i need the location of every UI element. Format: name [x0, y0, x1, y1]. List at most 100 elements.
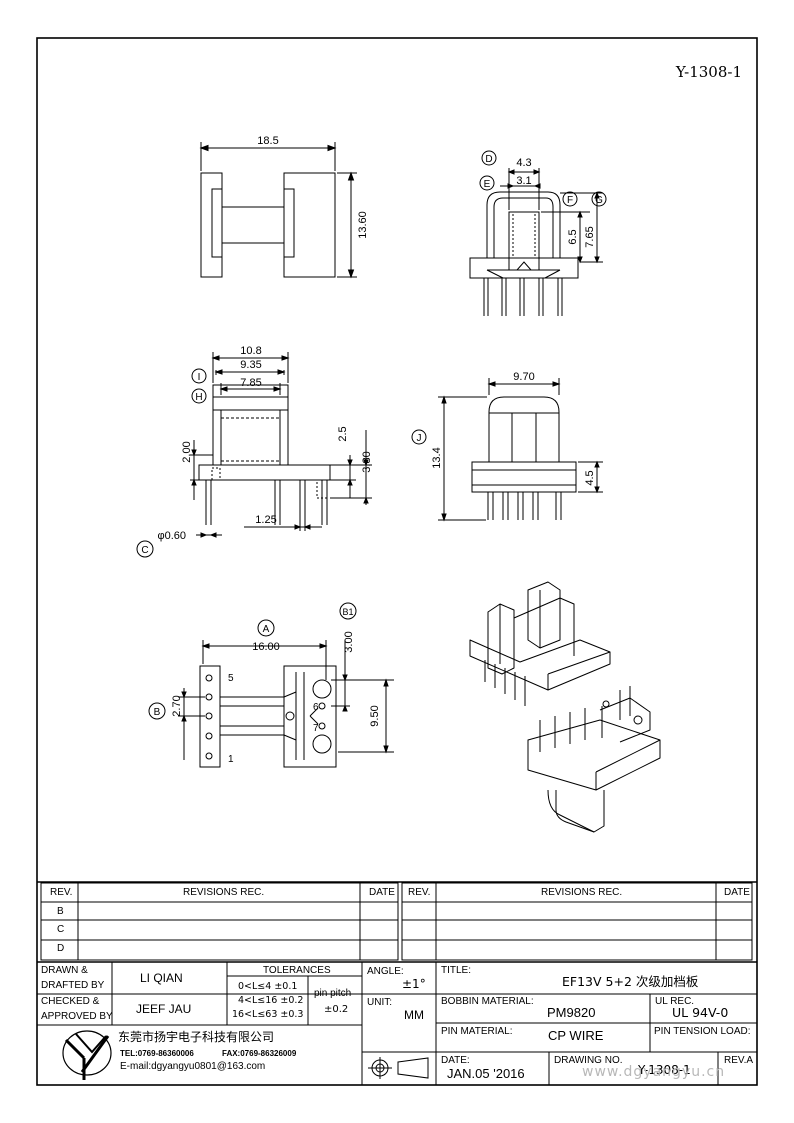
rev-header-left: REV. — [50, 887, 73, 898]
rev-row-d: D — [57, 943, 65, 954]
rev-row-b: B — [57, 906, 64, 917]
date-header-right: DATE — [724, 887, 750, 898]
callout-d — [481, 150, 497, 166]
dim-front-w3: 7.85 — [240, 377, 261, 389]
callout-b-label: B — [154, 707, 161, 718]
callout-b — [148, 702, 166, 720]
dim-top-height: 13.60 — [357, 211, 369, 239]
side-view — [469, 168, 603, 316]
unit-value: MM — [404, 1008, 424, 1022]
dim-bottom-h1: 3.00 — [343, 631, 355, 652]
callout-g — [591, 191, 607, 207]
pin-label-5: 5 — [228, 673, 234, 684]
bottom-view — [178, 640, 394, 768]
callout-g-label: G — [595, 195, 603, 206]
dim-pin-diameter: φ0.60 — [157, 530, 186, 542]
top-view — [199, 142, 357, 279]
pin-material-label: PIN MATERIAL: — [441, 1026, 513, 1037]
drawn-label-1: DRAWN & — [41, 965, 88, 976]
pin-label-6: 6 — [313, 702, 319, 713]
drawing-id: Y-1308-1 — [675, 63, 742, 81]
bobbin-value: PM9820 — [547, 1005, 596, 1020]
checked-name: JEEF JAU — [136, 1002, 192, 1016]
rev-header-right: REV. — [408, 887, 431, 898]
date-value: JAN.05 '2016 — [447, 1066, 525, 1081]
pin-material-value: CP WIRE — [548, 1028, 604, 1043]
drawing-no-label: DRAWING NO. — [554, 1055, 623, 1066]
pin-pitch-label: pin pitch — [314, 988, 352, 999]
dim-end-height: 13.4 — [431, 447, 443, 468]
callout-a — [257, 619, 275, 637]
bobbin-label: BOBBIN MATERIAL: — [441, 996, 534, 1007]
company-logo — [62, 1030, 112, 1080]
title-value: EF13V 5+2 次级加档板 — [562, 974, 699, 989]
pin-tension-label: PIN TENSION LOAD: — [654, 1026, 751, 1037]
dim-top-width: 18.5 — [257, 135, 278, 147]
company-email: E-mail:dgyangyu0801@163.com — [120, 1061, 266, 1072]
company-name: 东莞市扬宇电子科技有限公司 — [118, 1030, 275, 1044]
dim-front-w1: 10.8 — [240, 345, 261, 357]
dim-front-pitch: 1.25 — [255, 514, 276, 526]
dim-front-h1: 2.00 — [181, 441, 193, 462]
callout-i-label: I — [198, 372, 201, 383]
angle-value: ±1° — [402, 977, 426, 991]
callout-j — [411, 429, 427, 445]
dim-front-h3: 3.80 — [361, 451, 373, 472]
callout-h-label: H — [195, 392, 202, 403]
pin-label-7: 7 — [313, 723, 319, 734]
rec-header-left: REVISIONS REC. — [183, 887, 265, 898]
callout-f-label: F — [567, 195, 573, 206]
dim-bottom-width: 16.00 — [252, 641, 280, 653]
end-view — [438, 378, 603, 522]
callout-b1-label: B1 — [342, 607, 353, 617]
callout-e-label: E — [484, 179, 491, 190]
dim-end-width: 9.70 — [513, 371, 534, 383]
pin-label-1: 1 — [228, 754, 234, 765]
angle-label: ANGLE: — [367, 966, 404, 977]
drawing-no-value: Y-1308-1 — [638, 1063, 691, 1077]
rec-header-right: REVISIONS REC. — [541, 887, 623, 898]
tol-3: 16<L≤63 ±0.3 — [232, 1009, 304, 1020]
ul-value: UL 94V-0 — [672, 1005, 729, 1020]
title-block-frame — [37, 881, 757, 1085]
callout-j-label: J — [417, 433, 422, 444]
dim-bottom-pitch: 2.70 — [171, 695, 183, 716]
tolerances-title: TOLERANCES — [263, 965, 331, 976]
drawn-label-2: DRAFTED BY — [41, 980, 105, 991]
dim-front-h2: 2.5 — [337, 426, 349, 441]
date-header-left: DATE — [369, 887, 395, 898]
dim-end-h2: 4.5 — [584, 470, 596, 485]
callouts — [136, 150, 607, 720]
callout-h — [191, 388, 207, 404]
checked-label-2: APPROVED BY — [41, 1011, 113, 1022]
dim-bottom-h2: 9.50 — [369, 705, 381, 726]
company-tel: TEL:0769-86360006 — [120, 1049, 194, 1058]
isometric-view-top — [469, 581, 611, 706]
rev-a: REV.A — [724, 1055, 754, 1066]
callout-b1 — [339, 602, 357, 620]
pin-pitch-value: ±0.2 — [324, 1004, 349, 1015]
dim-side-g: 7.65 — [584, 226, 596, 247]
callout-d-label: D — [485, 154, 492, 165]
sheet-border — [36, 37, 758, 1086]
company-fax: FAX:0769-86326009 — [222, 1049, 297, 1058]
callout-a-label: A — [263, 624, 270, 635]
callout-i — [191, 368, 207, 384]
checked-label-1: CHECKED & — [41, 996, 100, 1007]
callout-f — [562, 191, 578, 207]
callout-e — [479, 175, 495, 191]
isometric-view-bottom — [527, 686, 661, 833]
dim-front-w2: 9.35 — [240, 359, 261, 371]
unit-label: UNIT: — [367, 997, 392, 1008]
tol-2: 4<L≤16 ±0.2 — [238, 995, 304, 1006]
title-label: TITLE: — [441, 965, 472, 976]
date-label: DATE: — [441, 1055, 470, 1066]
watermark: www.dgyangyu.cn — [582, 1064, 726, 1080]
tol-1: 0<L≤4 ±0.1 — [238, 981, 298, 992]
front-view — [190, 352, 372, 538]
dim-side-d: 4.3 — [516, 157, 531, 169]
drawn-name: LI QIAN — [140, 971, 183, 985]
rev-row-c: C — [57, 924, 65, 935]
ul-label: UL REC. — [655, 996, 695, 1007]
